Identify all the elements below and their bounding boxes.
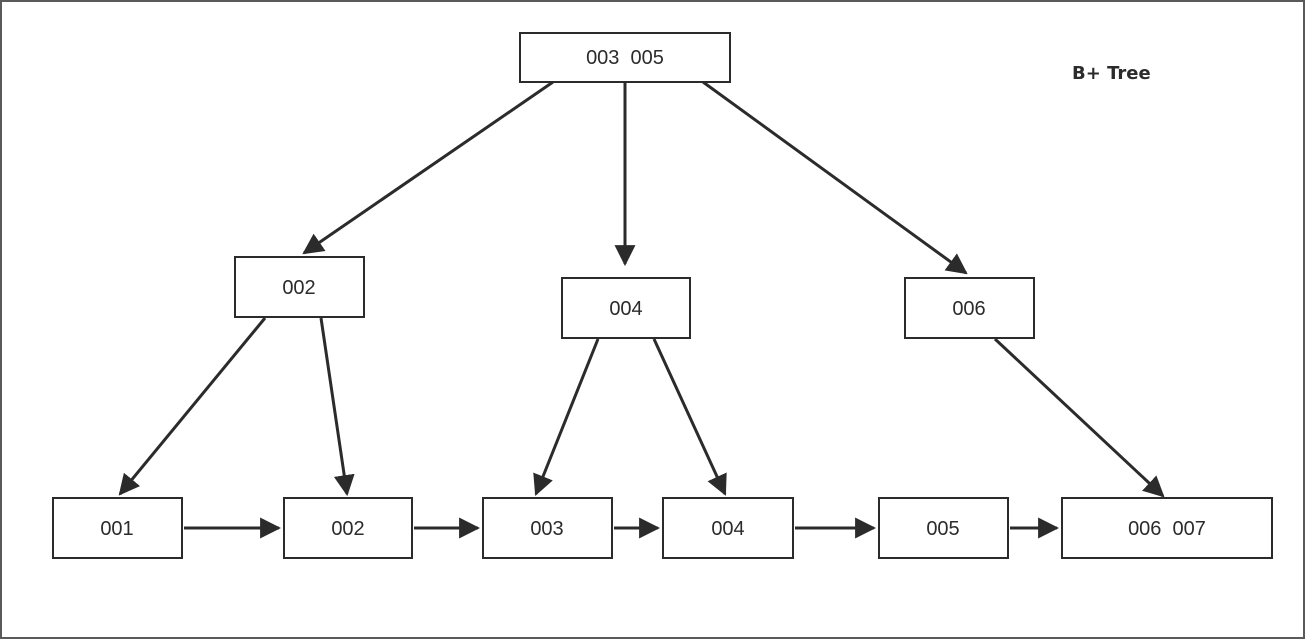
inner-node-006: 006 [904, 277, 1035, 339]
leaf-node-005: 005 [878, 497, 1009, 559]
edge-002-to-leaf-002 [319, 317, 355, 497]
leaf-node-004: 004 [662, 497, 794, 559]
edge-root-to-006 [702, 80, 968, 275]
leaf-node-006-007-label: 006 007 [1128, 518, 1206, 540]
edge-004-to-leaf-004 [652, 338, 727, 496]
inner-node-004: 004 [561, 277, 691, 339]
edge-004-to-leaf-003 [533, 338, 600, 496]
root-node-label: 003 005 [586, 47, 664, 69]
inner-node-004-label: 004 [609, 298, 642, 320]
leaf-node-001-label: 001 [100, 518, 133, 540]
diagram-title: B+ Tree [1072, 63, 1151, 84]
leaf-node-003-label: 003 [530, 518, 563, 540]
edge-002-to-leaf-001 [118, 317, 267, 496]
leaf-node-005-label: 005 [926, 518, 959, 540]
leaf-node-003: 003 [482, 497, 613, 559]
inner-node-002: 002 [234, 256, 365, 318]
edge-root-to-002 [302, 80, 554, 255]
inner-node-006-label: 006 [952, 298, 985, 320]
leaf-node-001: 001 [52, 497, 183, 559]
leaf-node-002-label: 002 [331, 518, 364, 540]
leaf-node-006-007: 006 007 [1061, 497, 1273, 559]
leaf-node-004-label: 004 [711, 518, 744, 540]
edge-006-to-leaf-006-007 [993, 337, 1165, 498]
root-node: 003 005 [519, 32, 731, 83]
inner-node-002-label: 002 [282, 277, 315, 299]
leaf-node-002: 002 [283, 497, 413, 559]
